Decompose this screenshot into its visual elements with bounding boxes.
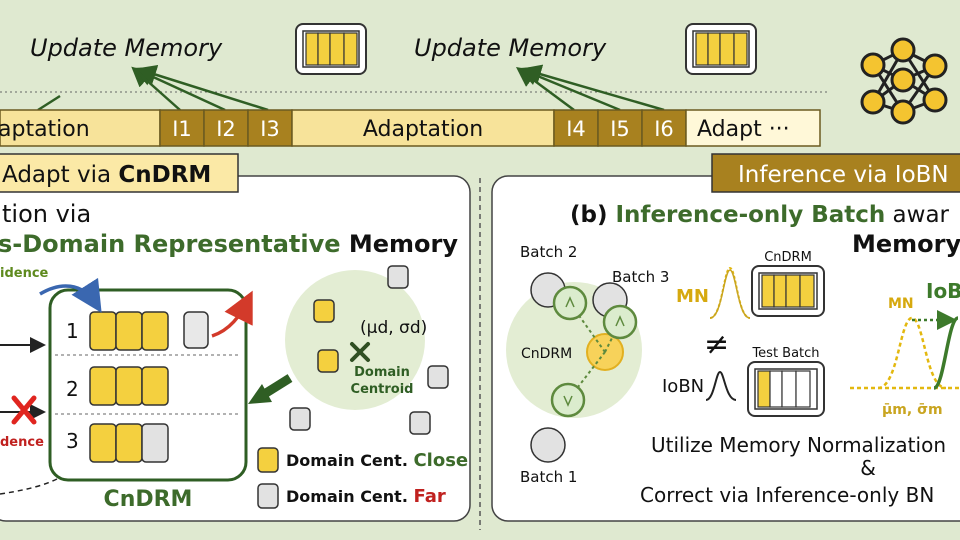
mn-gaussian-outline	[709, 269, 751, 319]
centroid-arrow-head	[248, 384, 272, 404]
inference-batch-label: I2	[216, 117, 236, 141]
high-confidence-label: idence	[0, 266, 49, 281]
mn-label: MN	[676, 286, 709, 307]
centroid-x-icon	[350, 342, 370, 362]
timeline-segment-adapt-more	[685, 109, 821, 147]
dashed-link	[0, 469, 71, 495]
right-banner	[711, 153, 960, 193]
left-banner	[0, 153, 239, 193]
cndrm-box-label: CnDRM	[764, 250, 812, 265]
memory-slot-number: 3	[66, 429, 79, 453]
footer-line1: Utilize Memory Normalization	[651, 433, 946, 457]
cndrm-node-label: CnDRM	[521, 346, 572, 362]
iobn-gaussian	[705, 370, 737, 401]
batch-3-label: Batch 3	[612, 268, 669, 286]
legend-far-text: Domain Cent. Far	[286, 486, 446, 507]
cndrm-memory-label: CnDRM	[104, 487, 193, 512]
test-batch-label: Test Batch	[751, 346, 819, 361]
iobn-curve-label: IoB	[926, 279, 960, 303]
right-panel: Inference via IoBN (b) Inference-only Ba…	[491, 153, 960, 522]
update-arrow	[136, 64, 269, 112]
memory-slot-number: 2	[66, 377, 79, 401]
inference-batch-i1	[159, 109, 205, 147]
legend-close-swatch	[257, 447, 279, 473]
inference-batch-label: I3	[260, 117, 280, 141]
batch-1-node	[530, 427, 566, 463]
right-banner-text: Inference via IoBN	[738, 162, 949, 188]
memory-icon-top-1	[295, 23, 367, 75]
centroid-symbol: (μd, σd)	[360, 318, 427, 338]
neural-network-icon	[860, 37, 948, 125]
memory-stats-label: μ̄m, σ̄m	[882, 402, 943, 418]
timeline: Update Memory Update Memory ap	[0, 23, 948, 147]
memory-icon-top-2	[685, 23, 757, 75]
centroid-label-line2: Centroid	[351, 382, 414, 397]
timeline-adaptation-label-1: aptation	[0, 117, 90, 142]
inference-batch-label: I5	[610, 117, 630, 141]
reject-x-icon	[11, 395, 37, 425]
not-equal-symbol: ≠	[704, 327, 729, 362]
inference-batch-i6	[641, 109, 687, 147]
update-arrow	[518, 66, 621, 112]
footer-ampersand: &	[860, 456, 876, 480]
insert-arrow	[39, 277, 102, 313]
timeline-adaptation-label-2: Adaptation	[363, 117, 483, 142]
update-memory-label-1: Update Memory	[30, 34, 223, 62]
inference-batch-i4	[553, 109, 599, 147]
cluster-samples	[289, 265, 449, 435]
left-title-line2: s-Domain Representative Memory	[0, 230, 458, 258]
direction-glyphs	[563, 296, 625, 407]
centroid-label-line1: Domain	[354, 365, 410, 380]
right-title-line2: Memory	[852, 230, 960, 258]
inference-batch-label: I4	[566, 117, 586, 141]
inference-batch-i3	[247, 109, 293, 147]
right-title-line1: (b) Inference-only Batch awar	[570, 202, 950, 228]
evict-arrow	[211, 290, 253, 338]
timeline-adapt-more-label: Adapt ···	[697, 117, 790, 142]
update-arrow	[133, 67, 226, 112]
memory-slot-number: 1	[66, 319, 79, 343]
iobn-label: IoBN	[662, 376, 704, 397]
update-arrow	[37, 94, 61, 112]
low-confidence-label: dence	[0, 435, 44, 450]
mn-distribution	[877, 316, 947, 390]
memory-samples	[89, 311, 209, 463]
footer-line2: Correct via Inference-only BN	[640, 483, 934, 507]
left-panel: Adapt via CnDRM tion via s-Domain Repres…	[0, 153, 471, 522]
normalized-batch-nodes	[550, 285, 638, 418]
batch-1-label: Batch 1	[520, 468, 577, 486]
inference-batch-label: I1	[172, 117, 192, 141]
left-title-line1: tion via	[2, 200, 91, 228]
batch-2-label: Batch 2	[520, 243, 577, 261]
inference-batch-label: I6	[654, 117, 674, 141]
update-memory-label-2: Update Memory	[414, 34, 607, 62]
mn-label-2: MN	[888, 296, 914, 312]
update-arrow	[521, 64, 665, 112]
legend-far-swatch	[257, 483, 279, 509]
legend-close-text: Domain Cent. Close	[286, 450, 468, 471]
left-banner-text: Adapt via CnDRM	[2, 162, 211, 188]
